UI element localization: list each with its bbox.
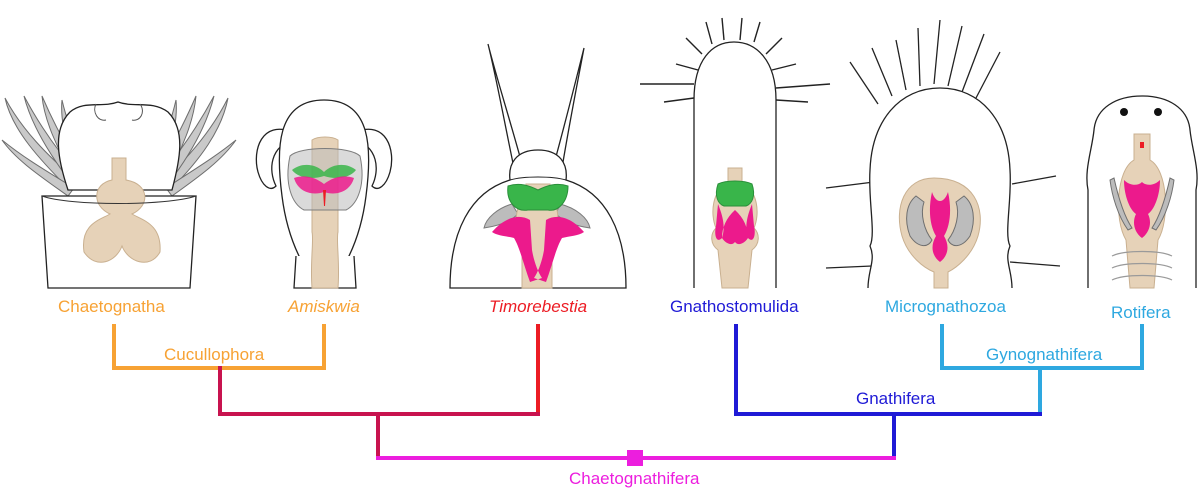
label-micrognathozoa: Micrognathozoa [885, 297, 1006, 316]
micrognathozoa-illustration [825, 19, 1061, 289]
rotifera-illustration [1086, 95, 1198, 289]
label-gnathifera: Gnathifera [856, 389, 936, 408]
chaetognatha-illustration [1, 95, 237, 289]
timorebestia-magenta-jaw [492, 216, 584, 282]
chaetognathifera-node [627, 450, 643, 466]
gnathostomulida-illustration [640, 17, 831, 289]
amiskwia-jaw-stem [323, 190, 326, 206]
amiskwia-jaw-frame [287, 148, 363, 211]
micrognathozoa-magenta-jaw [929, 192, 951, 262]
timorebestia-left-antenna [487, 43, 523, 169]
label-cucullophora: Cucullophora [164, 345, 265, 364]
gnathostomulida-magenta-jaw [715, 204, 755, 245]
amiskwia-left-tentacle [255, 128, 295, 189]
timorebestia-illustration [449, 43, 627, 289]
rotifera-mastax-mark [1140, 142, 1144, 148]
rotifera-left-eyespot [1120, 108, 1128, 116]
rotifera-foot-rings [1111, 250, 1173, 281]
branch-gnathifera [734, 324, 1042, 416]
label-gnathostomulida: Gnathostomulida [670, 297, 799, 316]
chaetognatha-hood-ridge [94, 103, 143, 121]
timorebestia-right-antenna [553, 47, 585, 169]
label-chaetognatha: Chaetognatha [58, 297, 165, 316]
amiskwia-jaw-green [292, 164, 356, 178]
amiskwia-illustration [255, 99, 393, 289]
rotifera-right-eyespot [1154, 108, 1162, 116]
gnathostomulida-green-jaw [715, 180, 755, 207]
label-gynognathifera: Gynognathifera [986, 345, 1103, 364]
micrognathozoa-bristles [825, 19, 1061, 269]
rotifera-magenta-trophi [1124, 180, 1160, 238]
gnathostomulida-body [693, 41, 777, 288]
label-timorebestia: Timorebestia [489, 297, 588, 316]
chaetognatha-hood-line [41, 195, 197, 204]
amiskwia-jaw-magenta [294, 176, 354, 194]
timorebestia-green-jaw [507, 183, 569, 211]
amiskwia-right-tentacle [353, 128, 393, 189]
chaetognatha-hood [57, 101, 181, 191]
label-amiskwia: Amiskwia [288, 297, 360, 316]
chaetognatha-tissue [83, 157, 161, 263]
label-rotifera: Rotifera [1111, 303, 1171, 322]
rotifera-grey-trophi [1109, 177, 1175, 231]
label-chaetognathifera: Chaetognathifera [569, 469, 700, 488]
gnathostomulida-bristles [640, 17, 831, 103]
timorebestia-neck-line [509, 176, 567, 181]
cladogram [112, 324, 1144, 466]
micrognathozoa-grey-jaws [906, 195, 974, 246]
